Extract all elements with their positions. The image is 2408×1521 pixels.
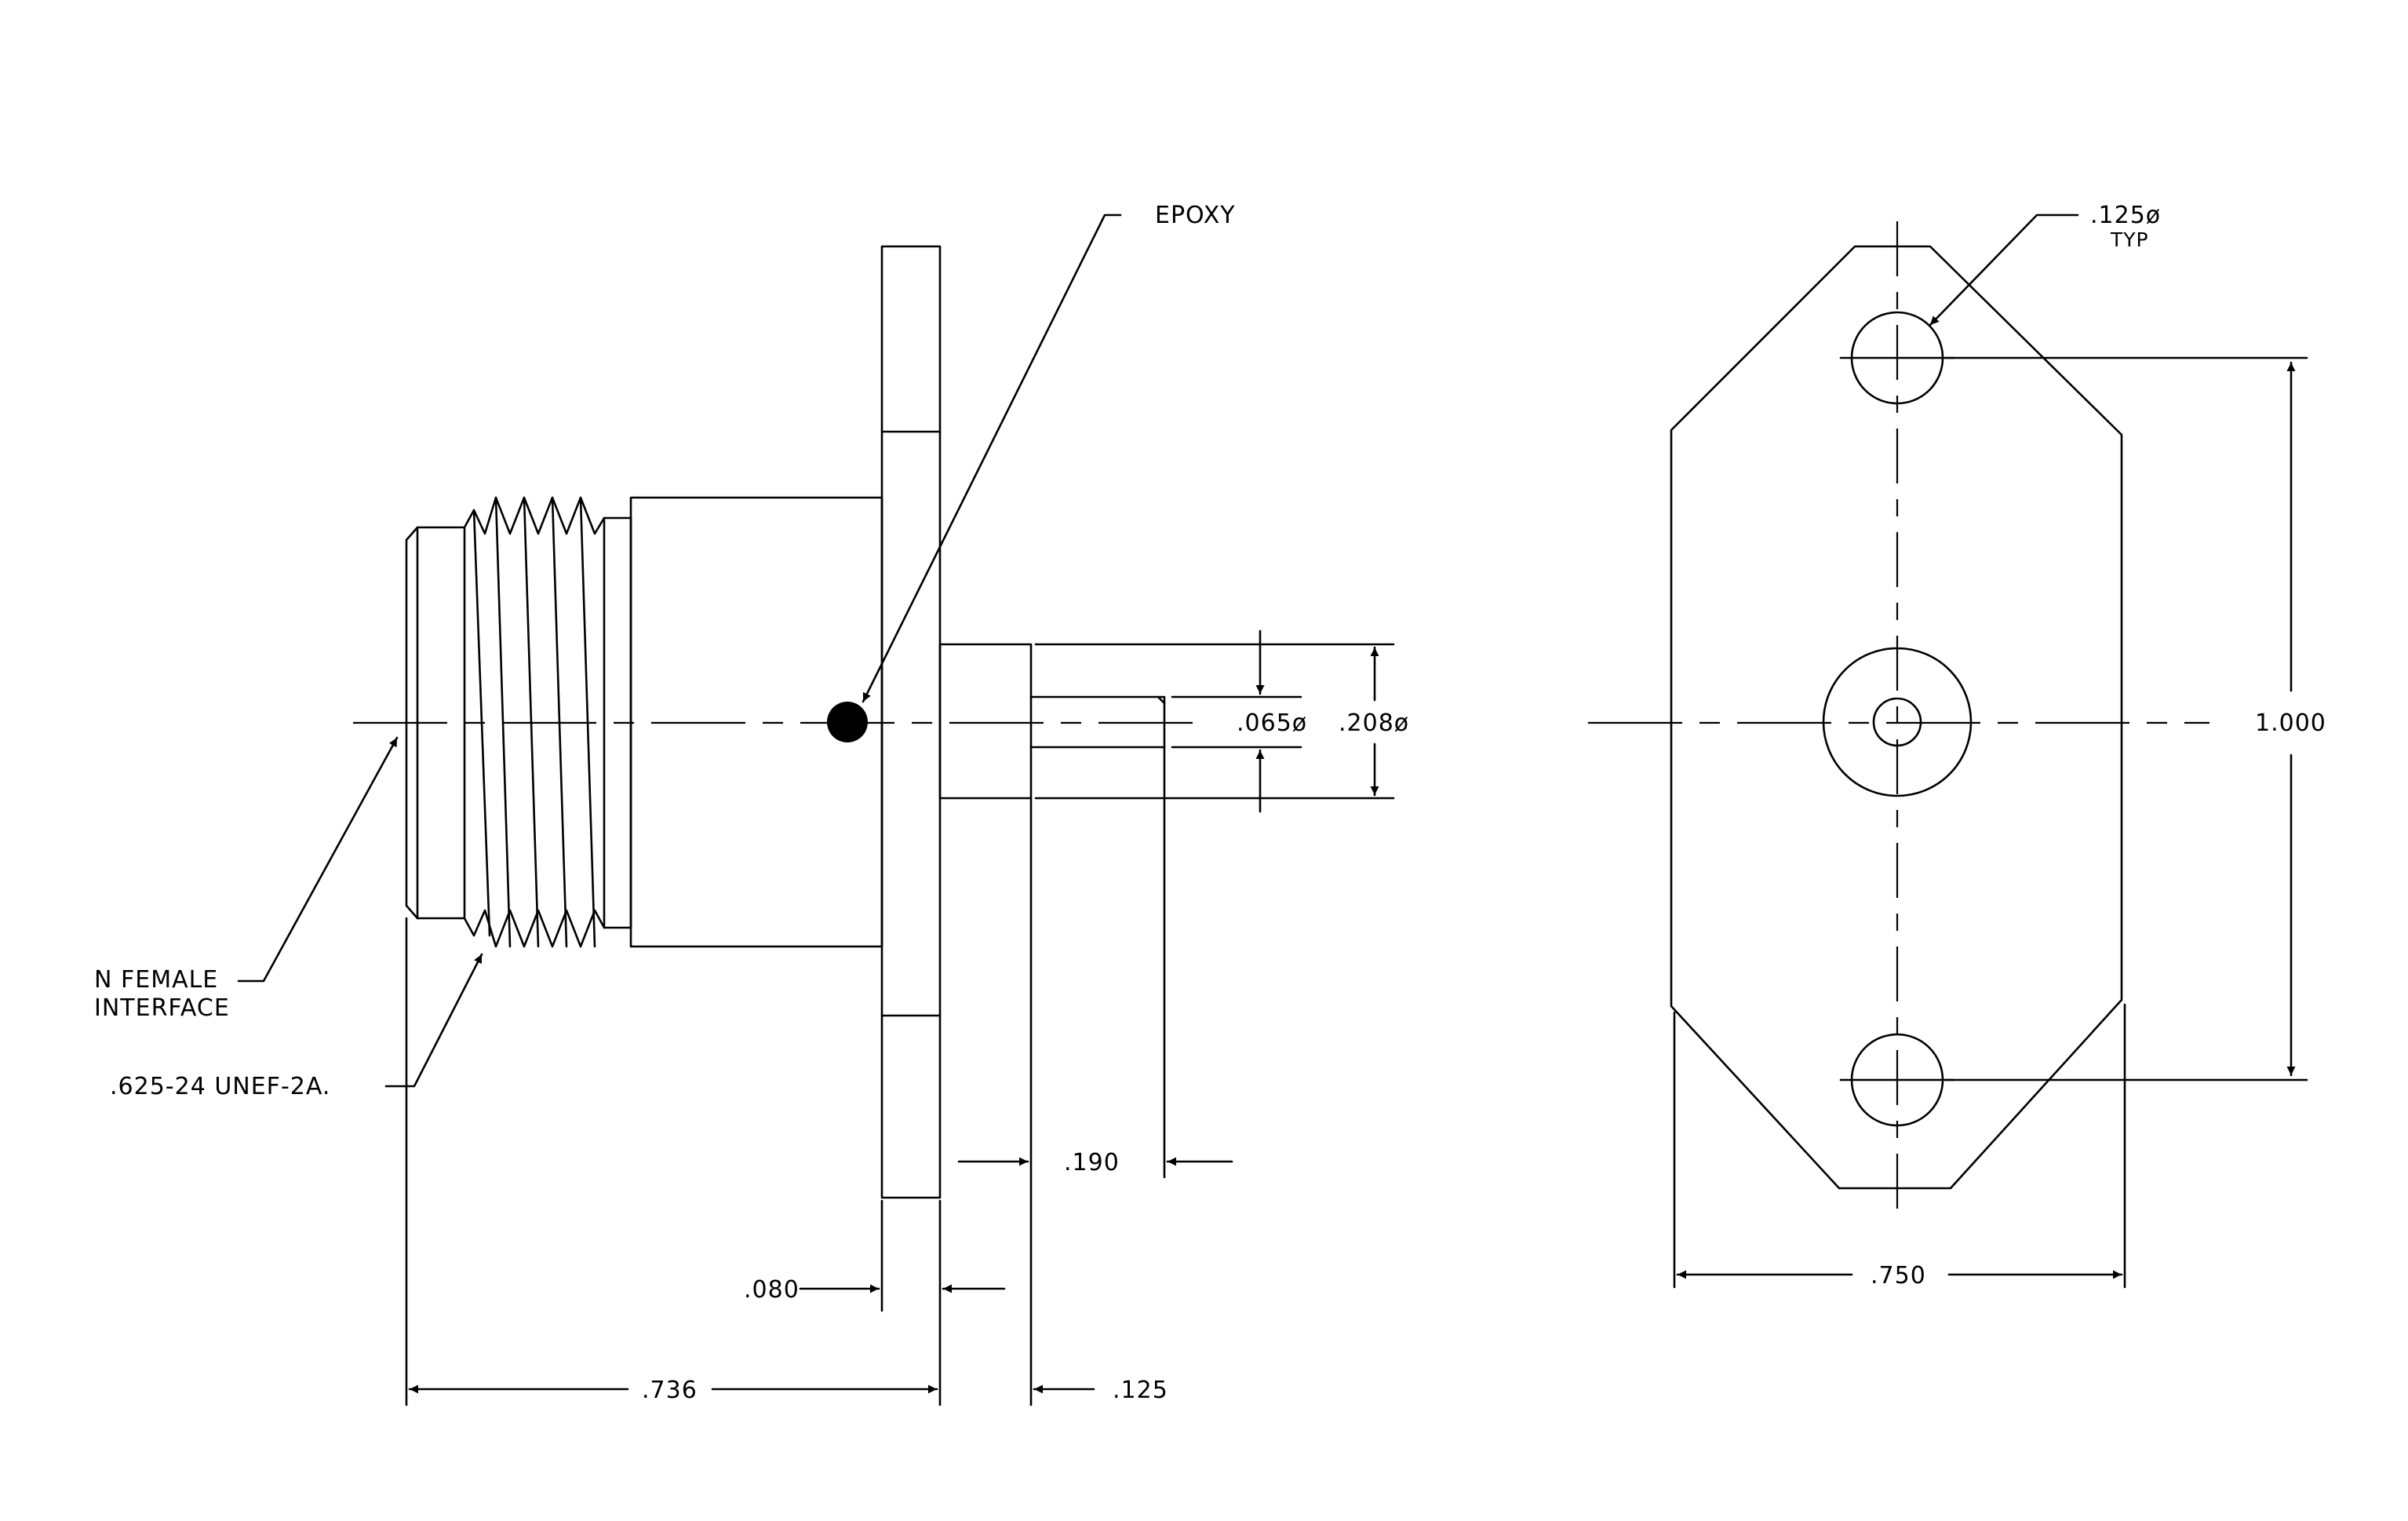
n-female-label-line1: N FEMALE	[94, 966, 218, 994]
threaded-section	[405, 496, 632, 948]
flange-front-outline	[1670, 245, 2123, 1190]
rear-boss	[938, 643, 1033, 800]
n-female-leader	[237, 736, 399, 983]
hole-dia-label: .125ø	[2090, 202, 2161, 229]
front-view: .125ø TYP 1.000 .750	[1588, 202, 2326, 1289]
center-pin	[1029, 695, 1166, 749]
thread-leader	[384, 953, 483, 1088]
dim-pin-dia: .065ø	[1237, 629, 1307, 813]
mounting-hole-bottom	[1850, 1033, 1944, 1127]
dim-boss-dia: .208ø	[1339, 646, 1409, 797]
dim-boss-length: .125	[1033, 1377, 1168, 1404]
svg-text:.208ø: .208ø	[1339, 709, 1409, 737]
epoxy-dot	[827, 702, 868, 742]
hole-typ-label: TYP	[2110, 228, 2149, 251]
n-female-label-line2: INTERFACE	[94, 994, 230, 1022]
epoxy-label: EPOXY	[1155, 202, 1236, 229]
dim-flange-thickness: .080	[744, 1276, 1006, 1304]
front-pin	[1872, 697, 1922, 747]
svg-text:.080: .080	[744, 1276, 800, 1304]
svg-text:1.000: 1.000	[2255, 709, 2326, 737]
epoxy-leader	[862, 213, 1122, 703]
dim-hole-spacing: 1.000	[1944, 356, 2326, 1081]
mounting-hole-top	[1850, 311, 1944, 405]
hole-leader	[1929, 213, 2079, 326]
dim-pin-length: .190	[957, 1149, 1233, 1176]
dim-flange-width: .750	[1673, 1003, 2126, 1289]
dim-overall-length: .736	[408, 1377, 938, 1404]
svg-text:.736: .736	[642, 1377, 698, 1404]
svg-text:.065ø: .065ø	[1237, 709, 1307, 737]
side-view: EPOXY N FEMALE INTERFACE .625-24 UNEF-2A…	[94, 202, 1409, 1406]
front-boss	[1822, 647, 1973, 797]
thread-label: .625-24 UNEF-2A.	[110, 1073, 330, 1100]
svg-text:.190: .190	[1064, 1149, 1120, 1176]
svg-text:.750: .750	[1871, 1262, 1926, 1289]
svg-text:.125: .125	[1113, 1377, 1168, 1404]
